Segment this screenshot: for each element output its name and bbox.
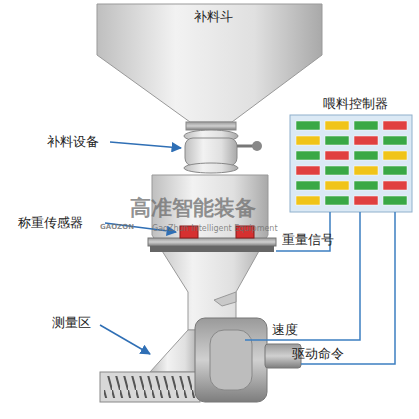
hopper-bracket (214, 292, 236, 306)
refill-valve (184, 122, 262, 173)
screw-flights (104, 376, 198, 398)
indicator-cell (383, 166, 407, 175)
indicator-cell (383, 121, 407, 130)
part-label: 测量区 (52, 315, 91, 331)
indicator-cell (383, 151, 407, 160)
gear-cover (210, 330, 252, 390)
controller-panel (290, 115, 412, 212)
indicator-cell (354, 166, 378, 175)
part-label: 称重传感器 (18, 215, 83, 231)
refill-hopper: 补料斗 (97, 4, 330, 54)
indicator-cell (296, 151, 320, 160)
indicator-cell (354, 121, 378, 130)
indicator-cell (296, 166, 320, 175)
indicator-cell (354, 196, 378, 205)
watermark: GAOZON (100, 222, 134, 232)
indicator-cell (383, 196, 407, 205)
feeder-controller: 喂料控制器 (290, 115, 419, 212)
indicator-cell (296, 136, 320, 145)
measuring-zone-chute (150, 330, 200, 372)
hopper-title: 补料斗 (97, 4, 330, 26)
indicator-cell (354, 151, 378, 160)
indicator-cell (296, 121, 320, 130)
indicator-cell (383, 181, 407, 190)
leader-arrow (100, 325, 150, 354)
indicator-cell (325, 196, 349, 205)
gearbox (195, 318, 267, 402)
signal-label: 重量信号 (282, 232, 334, 248)
indicator-cell (325, 181, 349, 190)
part-label: 补料设备 (47, 134, 99, 150)
indicator-cell (354, 181, 378, 190)
watermark: GaoZhun Intelligent Equipment (152, 223, 278, 234)
base-plate (150, 246, 274, 252)
weigh-beam (148, 238, 276, 246)
signal-label: 速度 (272, 322, 298, 338)
panel-indicators (296, 121, 407, 205)
indicator-cell (383, 136, 407, 145)
indicator-cell (325, 121, 349, 130)
screw-tube (100, 372, 200, 402)
indicator-cell (325, 166, 349, 175)
indicator-cell (296, 181, 320, 190)
indicator-cell (354, 136, 378, 145)
indicator-cell (325, 136, 349, 145)
indicator-cell (296, 196, 320, 205)
controller-heading: 喂料控制器 (290, 95, 419, 113)
leader-arrow (110, 142, 181, 148)
watermark: 高准智能装备 (130, 196, 256, 220)
signal-label: 驱动命令 (292, 346, 344, 362)
indicator-cell (325, 151, 349, 160)
